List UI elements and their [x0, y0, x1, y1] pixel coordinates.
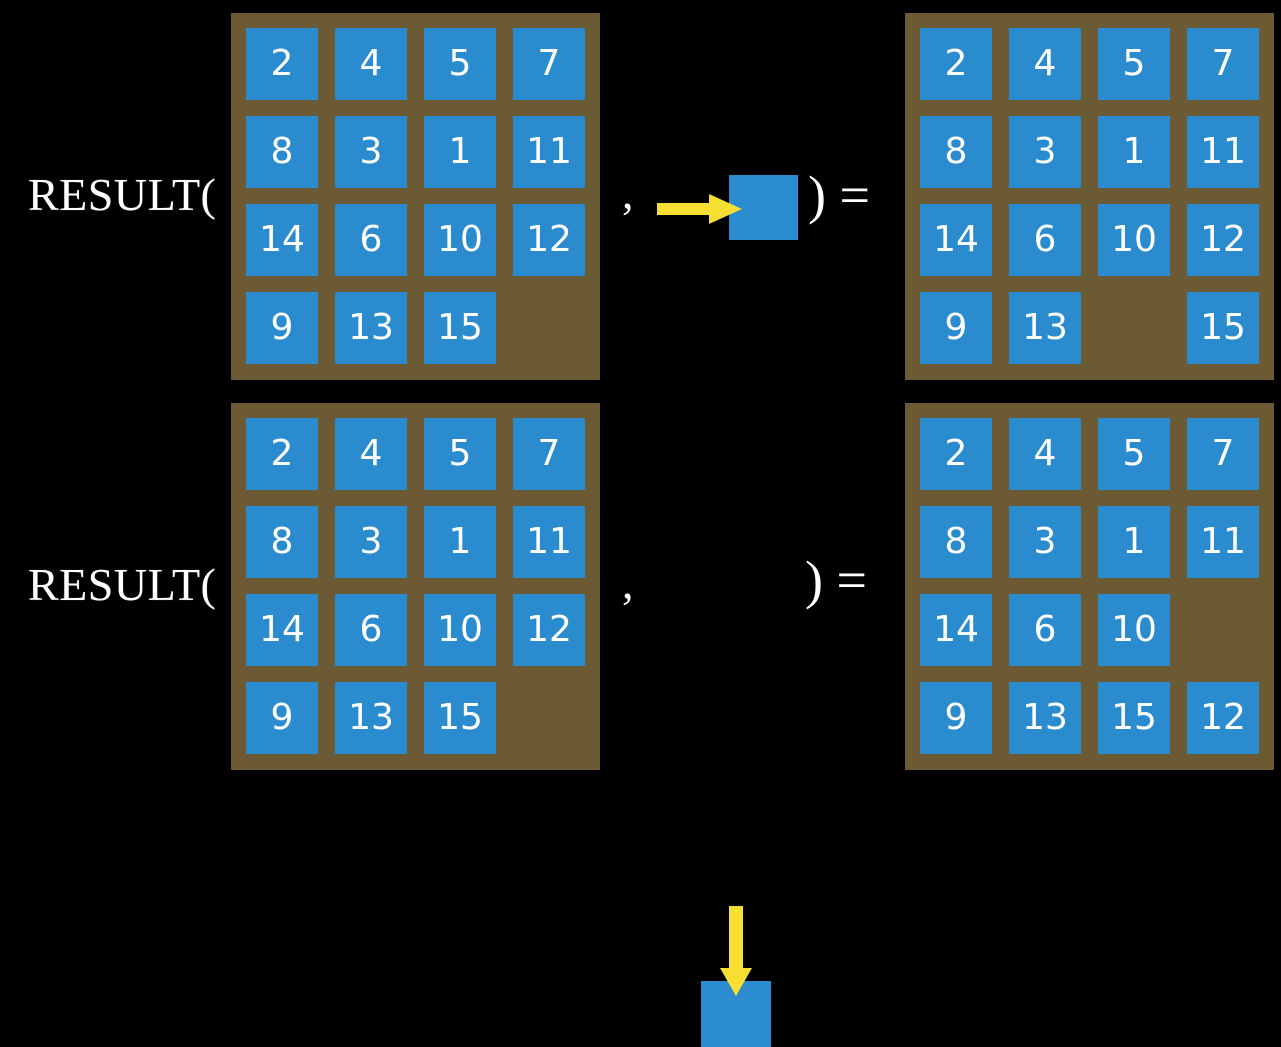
tile[interactable]: 9	[246, 682, 318, 754]
tile[interactable]: 4	[335, 418, 407, 490]
equation-row-slide-right: RESULT( 2 4 5 7 8 3 1 11 14 6 10 12 9 13…	[0, 0, 1281, 390]
output-board-row1: 2 4 5 7 8 3 1 11 14 6 10 12 9 13 15	[905, 13, 1274, 380]
tile[interactable]: 7	[1187, 28, 1259, 100]
tile[interactable]: 1	[1098, 116, 1170, 188]
tile-blank[interactable]	[513, 682, 585, 754]
tile[interactable]: 8	[246, 116, 318, 188]
tile[interactable]: 8	[920, 116, 992, 188]
tile[interactable]: 13	[1009, 682, 1081, 754]
tile[interactable]: 1	[1098, 506, 1170, 578]
tile[interactable]: 11	[1187, 506, 1259, 578]
tile[interactable]: 10	[1098, 204, 1170, 276]
result-label-row2: RESULT(	[28, 562, 216, 608]
tile[interactable]: 12	[513, 594, 585, 666]
tile[interactable]: 7	[513, 28, 585, 100]
tile-blank[interactable]	[1187, 594, 1259, 666]
tile[interactable]: 7	[513, 418, 585, 490]
tile[interactable]: 2	[246, 28, 318, 100]
equation-row-slide-down: RESULT( 2 4 5 7 8 3 1 11 14 6 10 12 9 13…	[0, 390, 1281, 1047]
tile[interactable]: 5	[1098, 28, 1170, 100]
arrow-right-icon	[657, 194, 742, 224]
tile[interactable]: 2	[246, 418, 318, 490]
comma-separator: ,	[622, 557, 634, 608]
input-grid-row1: 2 4 5 7 8 3 1 11 14 6 10 12 9 13 15	[246, 28, 585, 365]
tile[interactable]: 15	[424, 682, 496, 754]
tile[interactable]: 10	[424, 594, 496, 666]
result-label-text: RESULT(	[28, 559, 217, 610]
tile[interactable]: 11	[513, 116, 585, 188]
tile[interactable]: 9	[246, 292, 318, 364]
tile[interactable]: 9	[920, 682, 992, 754]
tile[interactable]: 7	[1187, 418, 1259, 490]
input-board-row1: 2 4 5 7 8 3 1 11 14 6 10 12 9 13 15	[231, 13, 600, 380]
tile[interactable]: 6	[1009, 204, 1081, 276]
action-operator-row2: , ) =	[600, 390, 905, 1047]
output-grid-row1: 2 4 5 7 8 3 1 11 14 6 10 12 9 13 15	[920, 28, 1259, 365]
tile[interactable]: 5	[424, 418, 496, 490]
comma-separator: ,	[622, 167, 634, 218]
tile[interactable]: 14	[246, 594, 318, 666]
tile[interactable]: 3	[335, 116, 407, 188]
tile[interactable]: 11	[513, 506, 585, 578]
tile[interactable]: 3	[335, 506, 407, 578]
tile-blank[interactable]	[513, 292, 585, 364]
output-grid-row2: 2 4 5 7 8 3 1 11 14 6 10 9 13 15 12	[920, 418, 1259, 755]
tile[interactable]: 6	[335, 594, 407, 666]
tile[interactable]: 8	[920, 506, 992, 578]
output-board-row2: 2 4 5 7 8 3 1 11 14 6 10 9 13 15 12	[905, 403, 1274, 770]
action-operator-row1: , ) =	[600, 0, 905, 390]
tile[interactable]: 1	[424, 506, 496, 578]
tile[interactable]: 14	[920, 594, 992, 666]
tile[interactable]: 11	[1187, 116, 1259, 188]
tile[interactable]: 15	[424, 292, 496, 364]
action-blank-square	[729, 175, 798, 240]
input-board-row2: 2 4 5 7 8 3 1 11 14 6 10 12 9 13 15	[231, 403, 600, 770]
tile[interactable]: 6	[1009, 594, 1081, 666]
input-grid-row2: 2 4 5 7 8 3 1 11 14 6 10 12 9 13 15	[246, 418, 585, 755]
tile[interactable]: 1	[424, 116, 496, 188]
tile[interactable]: 4	[1009, 418, 1081, 490]
tile[interactable]: 2	[920, 28, 992, 100]
tile[interactable]: 14	[920, 204, 992, 276]
tile[interactable]: 2	[920, 418, 992, 490]
tile[interactable]: 13	[335, 292, 407, 364]
tile[interactable]: 15	[1187, 292, 1259, 364]
tile[interactable]: 14	[246, 204, 318, 276]
result-label-text: RESULT(	[28, 169, 217, 220]
tile-blank[interactable]	[1098, 292, 1170, 364]
tile[interactable]: 12	[1187, 204, 1259, 276]
tile[interactable]: 9	[920, 292, 992, 364]
close-paren-equals: ) =	[805, 550, 867, 610]
tile[interactable]: 12	[1187, 682, 1259, 754]
arrow-down-icon	[720, 906, 752, 996]
tile[interactable]: 15	[1098, 682, 1170, 754]
tile[interactable]: 3	[1009, 506, 1081, 578]
tile[interactable]: 4	[1009, 28, 1081, 100]
tile[interactable]: 8	[246, 506, 318, 578]
close-paren-equals: ) =	[808, 165, 870, 225]
tile[interactable]: 10	[1098, 594, 1170, 666]
tile[interactable]: 6	[335, 204, 407, 276]
tile[interactable]: 5	[1098, 418, 1170, 490]
tile[interactable]: 5	[424, 28, 496, 100]
result-label-row1: RESULT(	[28, 172, 216, 218]
tile[interactable]: 10	[424, 204, 496, 276]
tile[interactable]: 13	[1009, 292, 1081, 364]
tile[interactable]: 4	[335, 28, 407, 100]
tile[interactable]: 12	[513, 204, 585, 276]
tile[interactable]: 13	[335, 682, 407, 754]
tile[interactable]: 3	[1009, 116, 1081, 188]
